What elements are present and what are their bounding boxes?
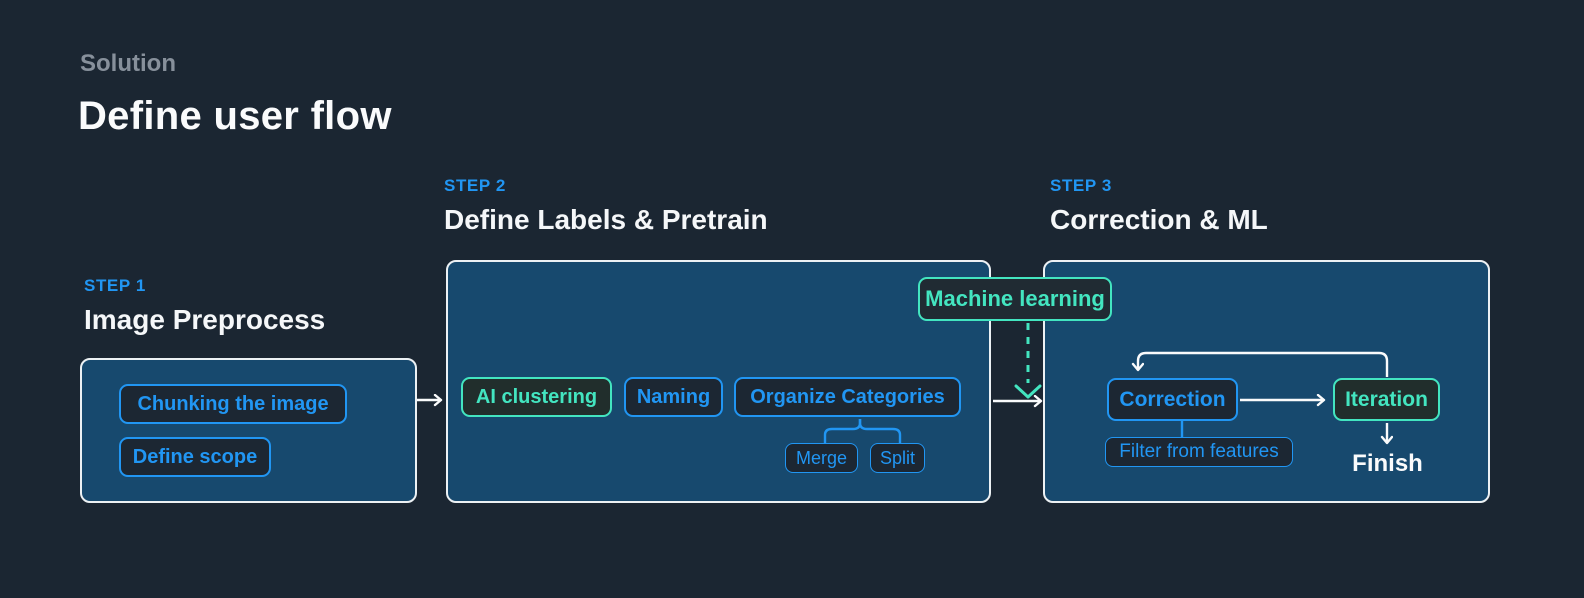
step2-title: Define Labels & Pretrain — [444, 204, 768, 235]
node-define-scope: Define scope — [119, 437, 271, 477]
finish-label: Finish — [1352, 450, 1423, 477]
node-naming: Naming — [624, 377, 723, 417]
node-filter-from-features: Filter from features — [1105, 437, 1293, 467]
node-ai-clustering: AI clustering — [461, 377, 612, 417]
node-split: Split — [870, 443, 925, 473]
step1-panel — [80, 358, 417, 503]
step1-label: STEP 1 — [84, 276, 146, 295]
node-organize-categories: Organize Categories — [734, 377, 961, 417]
dashed-ml-arrowhead-icon — [1014, 384, 1042, 399]
step3-label: STEP 3 — [1050, 176, 1112, 195]
page-title: Define user flow — [78, 94, 392, 138]
node-correction: Correction — [1107, 378, 1238, 421]
node-iteration: Iteration — [1333, 378, 1440, 421]
step2-label: STEP 2 — [444, 176, 506, 195]
node-merge: Merge — [785, 443, 858, 473]
machine-learning-badge: Machine learning — [918, 277, 1112, 321]
step3-title: Correction & ML — [1050, 204, 1268, 235]
step1-title: Image Preprocess — [84, 304, 326, 335]
slide-eyebrow: Solution — [80, 50, 176, 77]
node-chunking-the-image: Chunking the image — [119, 384, 347, 424]
